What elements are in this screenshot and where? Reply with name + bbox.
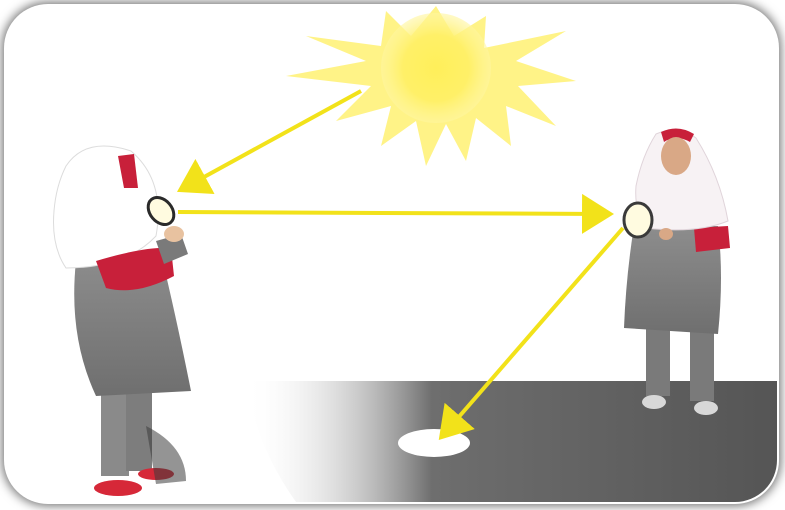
girl-right [624,128,730,415]
photo-frame [6,6,777,502]
reflection-scene [6,6,777,502]
arrow-sun-to-mirror1 [184,91,361,188]
mirror-right [624,203,652,237]
sun-icon [286,6,576,166]
light-spot [398,429,470,457]
arrow-mirror1-to-mirror2 [178,212,606,214]
girl-left [54,146,192,496]
